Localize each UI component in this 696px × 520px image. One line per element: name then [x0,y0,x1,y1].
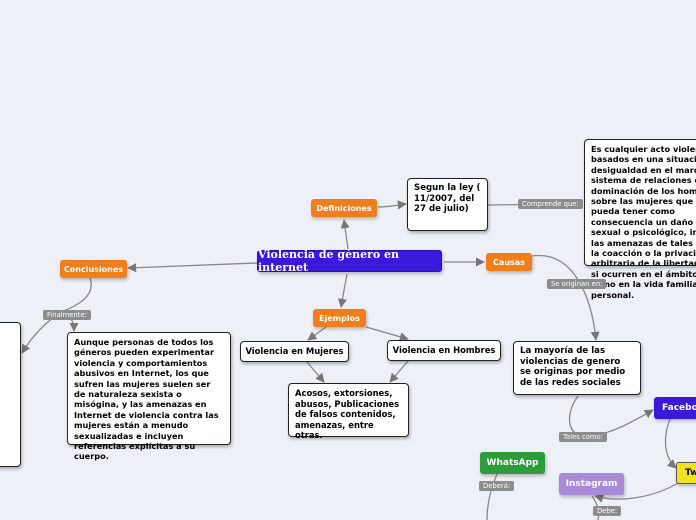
link-central-conclusiones [127,262,258,273]
topic-ejemplos[interactable]: Ejemplos [313,309,366,327]
origin-note[interactable]: La mayoría de las violencias de genero s… [513,341,641,395]
rel-label-se-originan: Se originan en: [547,279,607,289]
ejemplos-detail-note[interactable]: Acosos, extorsiones, abusos, Publicacion… [288,383,409,440]
conclusion-note-offscreen[interactable] [0,322,21,467]
facebook-node[interactable]: Facebook [654,397,696,419]
link-facebook-twitter [664,418,677,469]
link-twitter-instagram [594,481,681,503]
ley-note[interactable]: Segun la ley ( 11/2007, del 27 de julio) [407,178,488,231]
link-ejemplos-hombres [365,326,409,342]
violencia-hombres-node[interactable]: Violencia en Hombres [387,340,501,361]
link-conclusiones-text [64,277,92,332]
central-topic[interactable]: Violencia de género en internet [257,248,442,274]
link-ejemplos-mujeres [307,326,327,341]
violencia-mujeres-node[interactable]: Violencia en Mujeres [240,341,349,362]
link-mujeres-detail [306,361,325,383]
link-causas-origin [531,254,600,341]
link-whatsapp-down [486,473,498,520]
whatsapp-node[interactable]: WhatsApp [480,452,545,474]
topic-causas[interactable]: Causas [486,253,532,271]
topic-conclusiones[interactable]: Conclusiones [60,260,127,278]
rel-label-tales-como: Tales como: [559,432,607,442]
rel-label-comprende: Comprende que: [518,199,583,209]
rel-label-debera: Deberá: [479,481,515,491]
topic-definiciones[interactable]: Definiciones [311,199,377,217]
definition-note[interactable]: Es cualquier acto violento basados en un… [584,139,696,300]
link-central-definiciones [340,219,350,250]
rel-label-finalmente: Finalmente: [43,310,91,320]
conclusion-note[interactable]: Aunque personas de todos los géneros pue… [67,332,231,461]
link-hombres-detail [389,360,409,383]
rel-label-debe: Debe: [593,506,622,516]
link-definiciones-ley [377,200,407,210]
twitter-node[interactable]: Twitter [676,462,696,484]
link-central-ejemplos [337,273,348,308]
instagram-node[interactable]: Instagram [559,473,624,495]
